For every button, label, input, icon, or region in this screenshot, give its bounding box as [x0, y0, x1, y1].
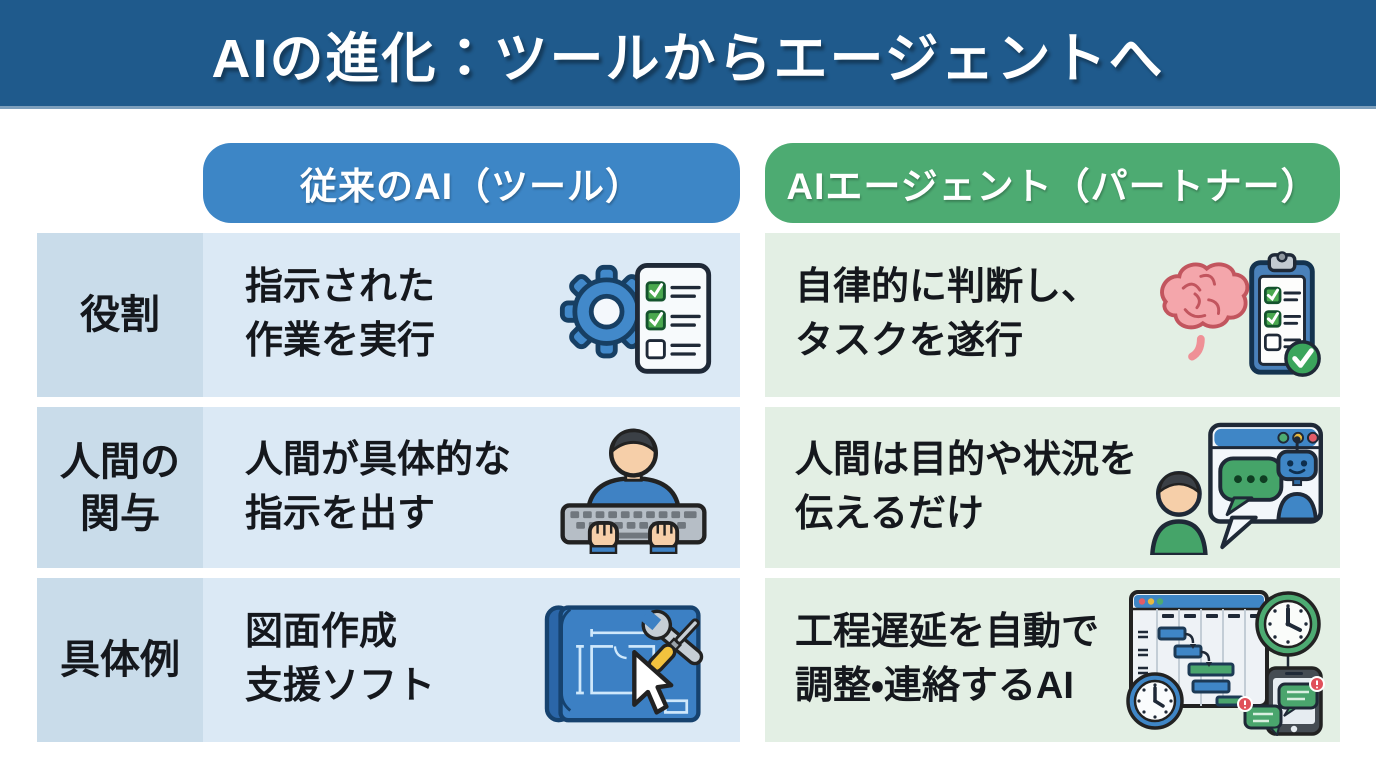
person-typing-keyboard-icon — [551, 422, 716, 554]
gear-checklist-icon — [556, 250, 716, 380]
gantt-clocks-phone-icon — [1113, 584, 1328, 736]
example-agent-text: 工程遅延を自動で 調整・連絡するAI — [795, 611, 1100, 707]
cell-example-agent: 工程遅延を自動で 調整・連絡するAI — [765, 578, 1340, 742]
person-chat-robot-icon — [1148, 421, 1328, 555]
column-header-traditional-ai: 従来のAI（ツール） — [203, 143, 740, 223]
role-agent-text: 自律的に判断し、 タスクを遂行 — [795, 266, 1100, 362]
role-tool-text: 指示された 作業を実行 — [245, 266, 436, 362]
column-header-ai-agent: AIエージェント（パートナー） — [765, 143, 1340, 223]
example-tool-text: 図面作成 支援ソフト — [245, 611, 436, 707]
cell-human-agent: 人間は目的や状況を 伝えるだけ — [765, 407, 1340, 568]
cell-role-agent: 自律的に判断し、 タスクを遂行 — [765, 233, 1340, 397]
comparison-table: 従来のAI（ツール） AIエージェント（パートナー） 役割 指示された 作業を実… — [37, 143, 1340, 742]
human-tool-text: 人間が具体的な 指示を出す — [245, 438, 512, 535]
human-agent-text: 人間は目的や状況を 伝えるだけ — [795, 438, 1138, 535]
row-label-role: 役割 — [37, 233, 203, 397]
cell-human-tool: 人間が具体的な 指示を出す — [203, 407, 740, 568]
page-title: AIの進化：ツールからエージェントへ — [211, 28, 1165, 89]
cell-example-tool: 図面作成 支援ソフト — [203, 578, 740, 742]
brain-clipboard-icon — [1148, 249, 1328, 381]
row-label-human-involvement: 人間の 関与 — [37, 407, 203, 568]
title-bar: AIの進化：ツールからエージェントへ — [0, 0, 1376, 109]
cell-role-tool: 指示された 作業を実行 — [203, 233, 740, 397]
blueprint-tools-cursor-icon — [541, 594, 716, 726]
row-label-example: 具体例 — [37, 578, 203, 742]
